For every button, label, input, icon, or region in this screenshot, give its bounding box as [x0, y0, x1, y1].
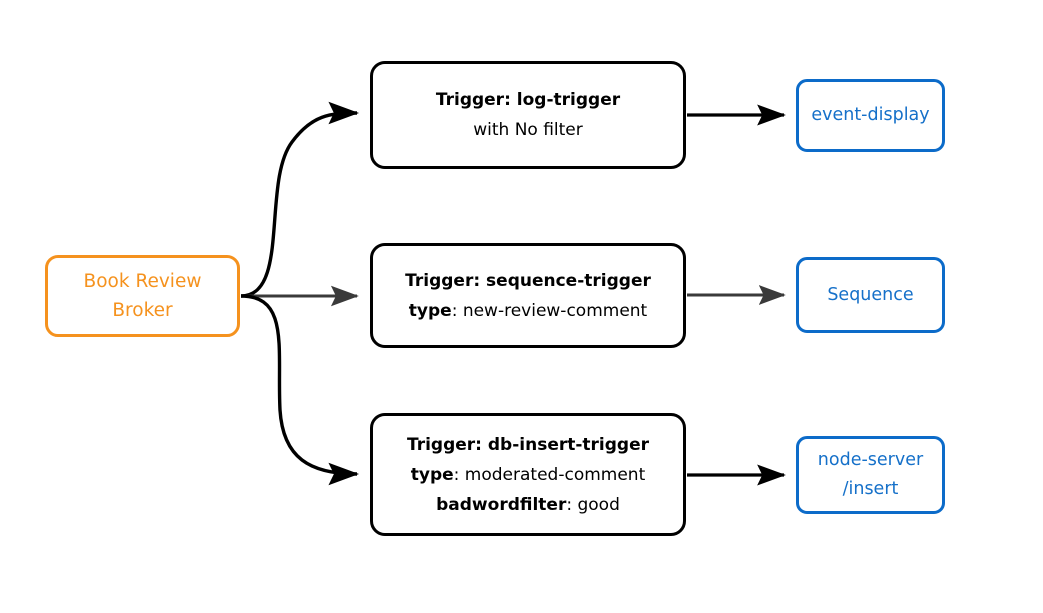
trigger-2-line-2: type: new-review-comment [409, 296, 647, 326]
target-3-line-2: /insert [842, 479, 899, 499]
trigger-3-line-3-bold: badwordfilter [436, 494, 567, 515]
edge-broker-to-db-insert-trigger [240, 294, 360, 486]
target-2-line-1: Sequence [827, 284, 914, 305]
trigger-3-line-2-bold: type [410, 464, 454, 485]
target-1-line-1: event-display [811, 105, 930, 125]
trigger-1-line-2-rest: with No filter [473, 120, 583, 140]
edge-broker-to-log-trigger [240, 101, 360, 298]
node-target-node-server-insert[interactable]: node-server /insert [796, 436, 945, 514]
trigger-2-line-1: Trigger: sequence-trigger [405, 266, 651, 296]
trigger-3-line-2-rest: : moderated-comment [453, 464, 646, 485]
node-trigger-log-trigger[interactable]: Trigger: log-trigger with No filter [370, 61, 686, 169]
trigger-1-line-2: with No filter [473, 115, 583, 145]
node-book-review-broker[interactable]: Book Review Broker [45, 255, 240, 337]
node-trigger-db-insert-trigger[interactable]: Trigger: db-insert-trigger type: moderat… [370, 413, 686, 536]
trigger-2-line-2-bold: type [408, 300, 452, 321]
trigger-3-line-3: badwordfilter: good [436, 490, 620, 520]
trigger-1-line-1-bold: Trigger: log-trigger [435, 90, 621, 110]
node-target-event-display[interactable]: event-display [796, 79, 945, 152]
broker-label-line-2: Broker [112, 300, 173, 321]
node-trigger-sequence-trigger[interactable]: Trigger: sequence-trigger type: new-revi… [370, 243, 686, 348]
target-3-line-1: node-server [817, 450, 924, 470]
node-target-sequence[interactable]: Sequence [796, 257, 945, 333]
trigger-3-line-1: Trigger: db-insert-trigger [407, 430, 649, 460]
broker-label-line-1: Book Review [83, 271, 202, 292]
trigger-1-line-1: Trigger: log-trigger [436, 85, 620, 115]
trigger-3-line-2: type: moderated-comment [411, 460, 646, 490]
trigger-3-line-3-rest: : good [566, 494, 620, 515]
trigger-3-line-1-bold: Trigger: db-insert-trigger [406, 434, 650, 455]
trigger-2-line-2-rest: : new-review-comment [451, 300, 648, 321]
trigger-2-line-1-bold: Trigger: sequence-trigger [405, 270, 651, 291]
